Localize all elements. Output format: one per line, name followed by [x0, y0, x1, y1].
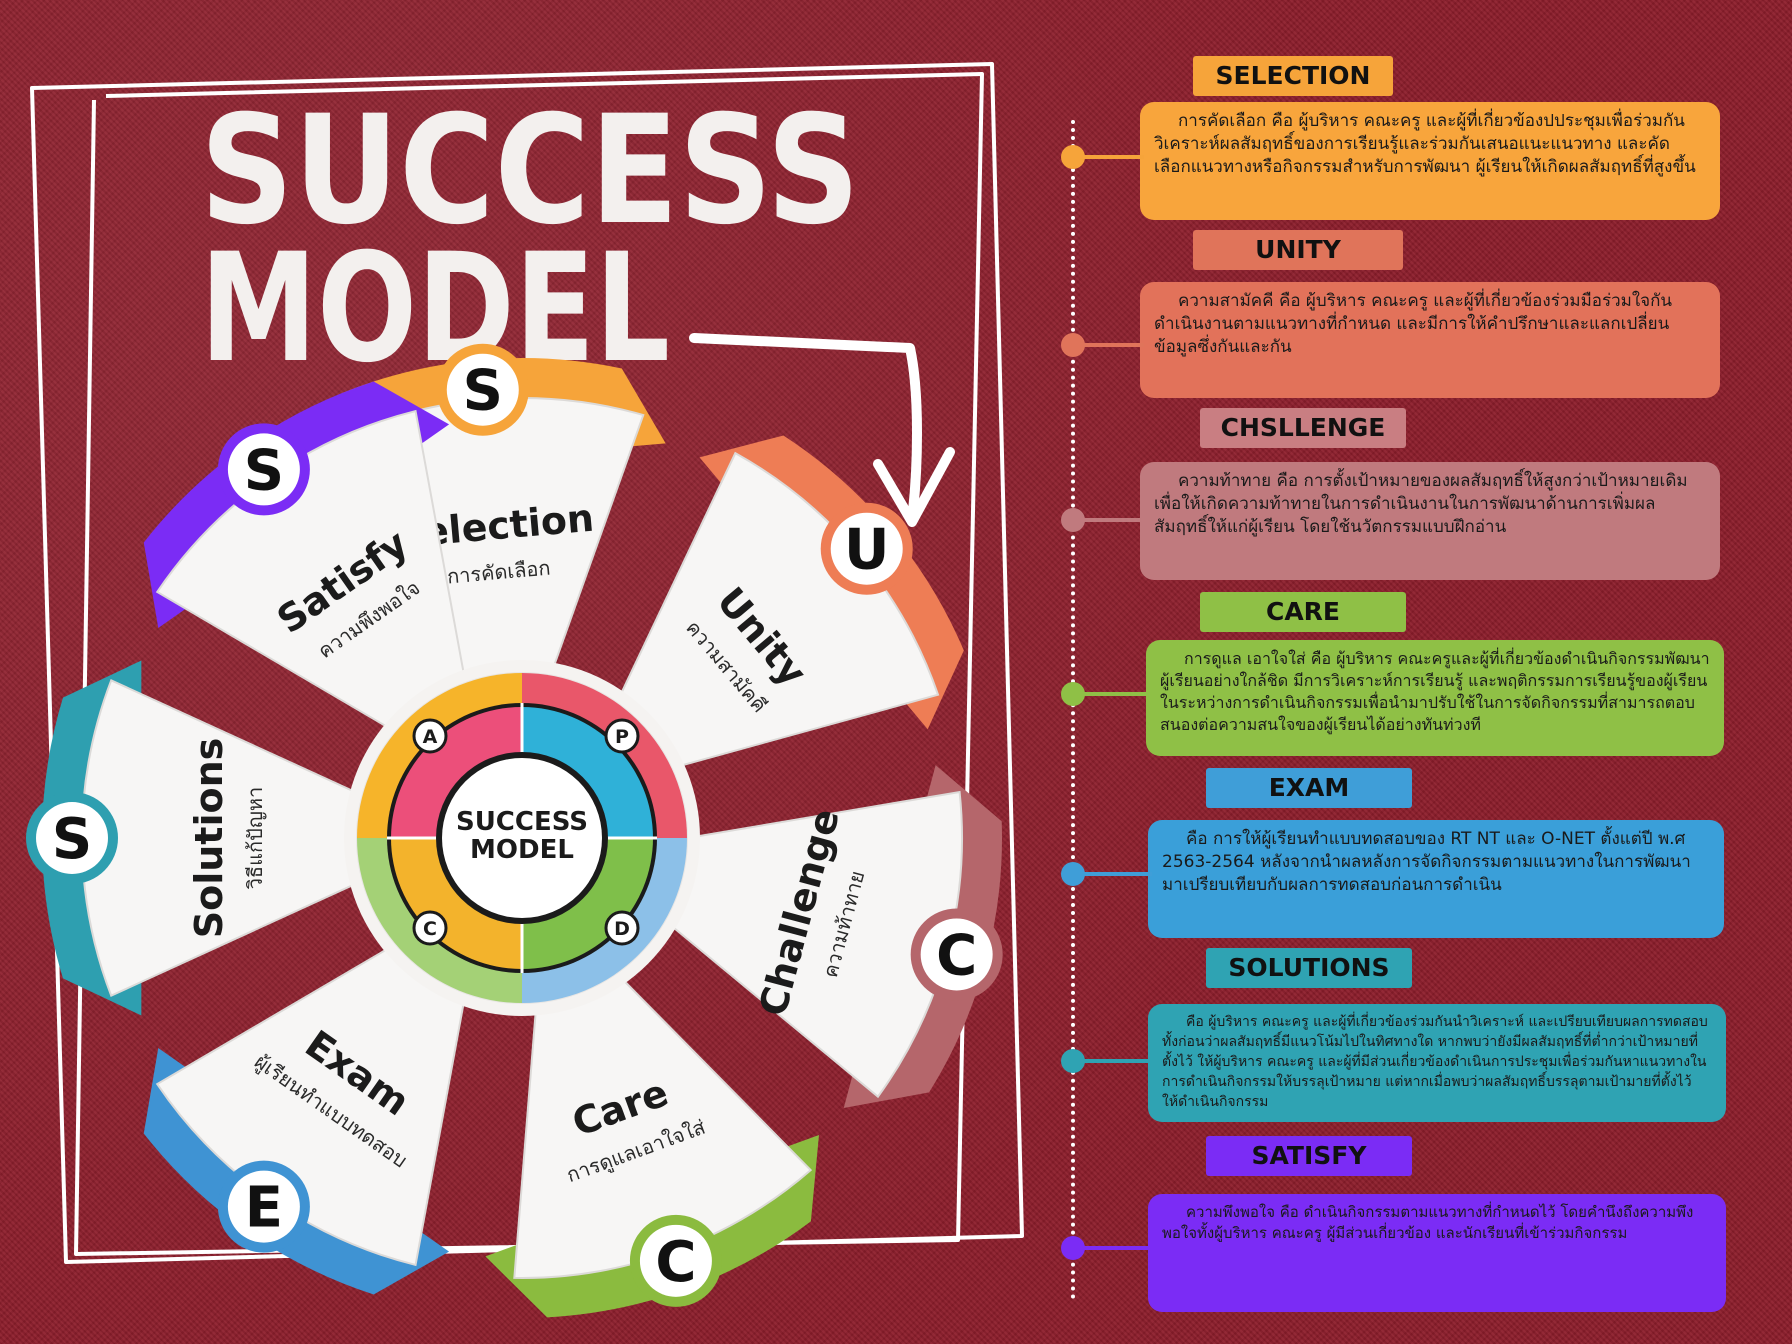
badge-letter: S: [244, 438, 284, 503]
entry-description: คือ ผู้บริหาร คณะครู และผู้ที่เกี่ยวข้อง…: [1148, 1004, 1726, 1122]
entry-connector: [1072, 155, 1144, 159]
badge-letter: S: [463, 359, 503, 424]
entry-description: การคัดเลือก คือ ผู้บริหาร คณะครู และผู้ท…: [1140, 102, 1720, 220]
entry-tag-satisfy: SATISFY: [1206, 1136, 1412, 1176]
timeline-dot: [1061, 508, 1085, 532]
entry-connector: [1072, 343, 1144, 347]
timeline-dotted-line: [1071, 120, 1075, 1300]
blade-solutions: Solutions วิธีแก้ปัญหา S: [26, 660, 378, 1016]
badge-letter: U: [844, 518, 889, 583]
timeline-dot: [1061, 1236, 1085, 1260]
timeline-dot: [1061, 145, 1085, 169]
entry-tag-selection: SELECTION: [1193, 56, 1393, 96]
badge-letter: E: [245, 1176, 283, 1241]
hub-letter: C: [423, 918, 437, 940]
entry-description: คือ การให้ผู้เรียนทำแบบทดสอบของ RT NT แล…: [1148, 820, 1724, 938]
blade-label: Solutions: [187, 738, 231, 939]
blade-body: [608, 451, 940, 774]
hub-letter-badge: [604, 910, 640, 946]
hub-letter: P: [615, 726, 629, 748]
hub-label-line-2: MODEL: [470, 835, 574, 865]
badge-inner: [36, 802, 108, 874]
entry-tag-unity: UNITY: [1193, 230, 1403, 270]
entry-tag-exam: EXAM: [1206, 768, 1412, 808]
entry-connector: [1072, 1246, 1152, 1250]
badge-inner: [920, 918, 993, 991]
badge-letter: C: [655, 1230, 696, 1295]
hub-letter-badge: [604, 718, 640, 754]
entry-tag-chsllenge: CHSLLENGE: [1200, 408, 1406, 448]
badge-letter: S: [52, 807, 92, 872]
entry-description: การดูแล เอาใจใส่ คือ ผู้บริหาร คณะครูและ…: [1146, 640, 1724, 756]
entry-connector: [1072, 872, 1152, 876]
badge-inner: [227, 433, 300, 506]
entry-description: ความท้าทาย คือ การตั้งเป้าหมายของผลสัมฤท…: [1140, 462, 1720, 580]
timeline-dot: [1061, 682, 1085, 706]
curved-arrow-icon: [689, 333, 955, 527]
hub-letter-badge: [412, 910, 448, 946]
entry-tag-solutions: SOLUTIONS: [1206, 948, 1412, 988]
entry-description: ความพึงพอใจ คือ ดำเนินกิจกรรมตามแนวทางที…: [1148, 1194, 1726, 1312]
badge-inner: [830, 512, 903, 585]
timeline-dot: [1061, 333, 1085, 357]
badge-inner: [639, 1224, 712, 1297]
entry-connector: [1072, 518, 1144, 522]
hub-letter: A: [423, 726, 438, 748]
blade-sublabel: วิธีแก้ปัญหา: [243, 787, 267, 890]
badge-inner: [227, 1170, 300, 1243]
hub-letter-badge: [412, 718, 448, 754]
hub-letter: D: [614, 918, 630, 940]
blades-group: SelectionการคัดเลือกSUnityความสามัคคีUCh…: [26, 343, 1003, 1318]
entry-connector: [1072, 1059, 1152, 1063]
badge-letter: C: [936, 923, 977, 988]
badge-inner: [446, 353, 519, 426]
timeline-dot: [1061, 1049, 1085, 1073]
timeline-dot: [1061, 862, 1085, 886]
entry-connector: [1072, 692, 1150, 696]
title-line-1: SUCCESS: [200, 84, 860, 258]
entry-description: ความสามัคคี คือ ผู้บริหาร คณะครู และผู้ท…: [1140, 282, 1720, 398]
hub-label-line-1: SUCCESS: [456, 807, 588, 837]
entry-tag-care: CARE: [1200, 592, 1406, 632]
hub: SUCCESS MODEL A P C D: [344, 660, 700, 1016]
